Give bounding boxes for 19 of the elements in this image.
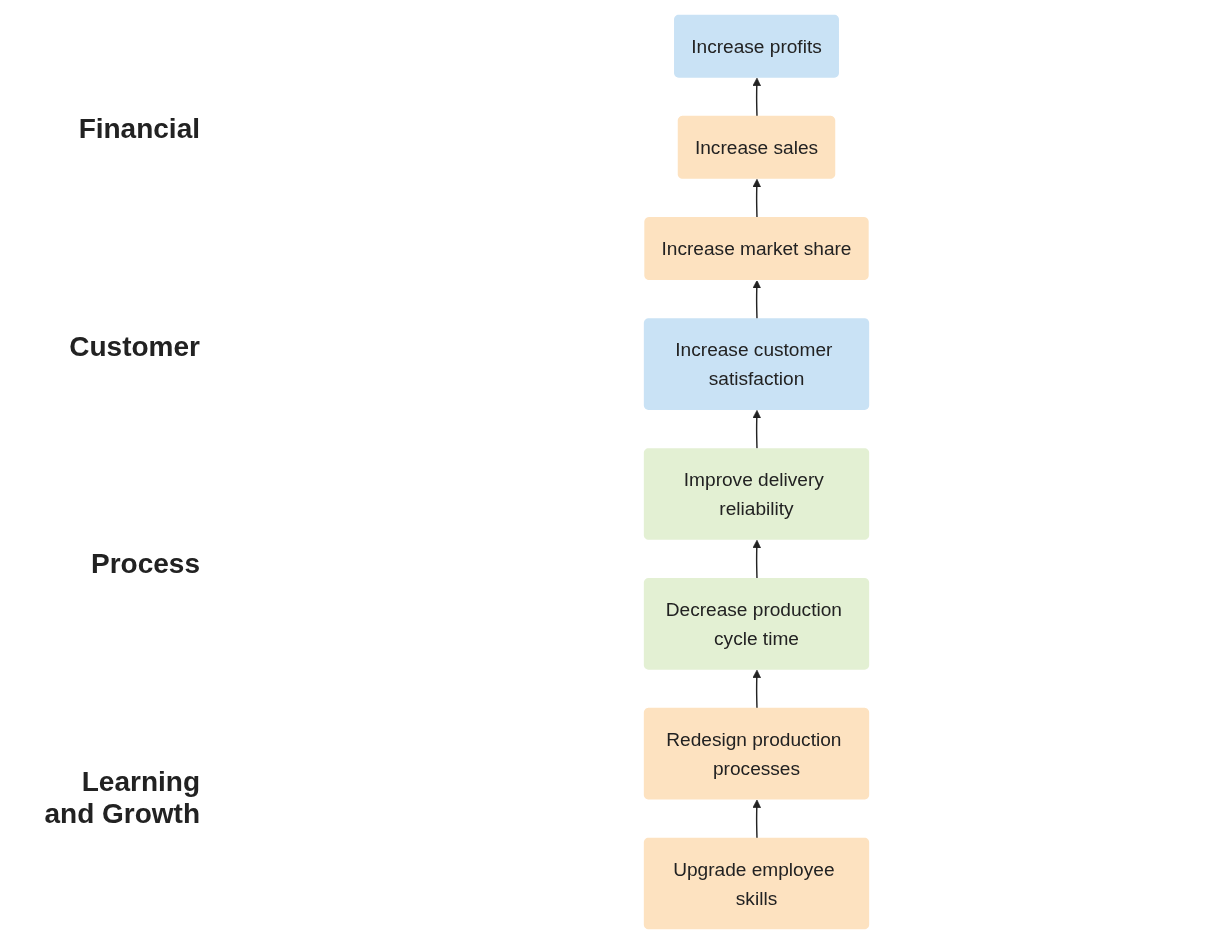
- node-box: Increase customer satisfaction: [643, 317, 870, 410]
- node-box: Upgrade employee skills: [643, 837, 870, 929]
- node-box: Increase sales: [677, 115, 836, 179]
- arrow: [752, 77, 761, 117]
- arrow: [752, 178, 761, 218]
- row-label: Process: [90, 548, 200, 581]
- arrow: [752, 669, 761, 709]
- node-box: Decrease production cycle time: [643, 577, 870, 670]
- arrow: [752, 279, 761, 319]
- arrow: [752, 409, 761, 449]
- node-box: Redesign production processes: [643, 707, 870, 799]
- node-box: Increase profits: [674, 14, 839, 78]
- row-label: Customer: [68, 330, 200, 363]
- row-label: Financial: [77, 112, 200, 145]
- arrow: [752, 539, 761, 579]
- node-box: Improve delivery reliability: [643, 447, 870, 540]
- node-box: Increase market share: [644, 216, 869, 280]
- arrow: [752, 799, 761, 839]
- row-label: Learning and Growth: [43, 766, 200, 831]
